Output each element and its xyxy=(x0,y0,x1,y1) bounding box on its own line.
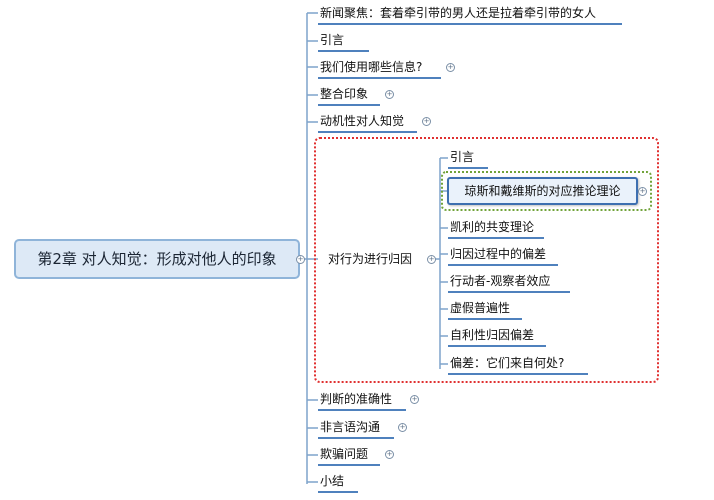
attribution-child-false-consensus[interactable]: 虚假普遍性 xyxy=(448,298,522,320)
topic-introduction[interactable]: 引言 xyxy=(318,30,369,52)
attribution-child-actor-observer[interactable]: 行动者-观察者效应 xyxy=(448,271,570,293)
topic-nonverbal-communication[interactable]: 非言语沟通 xyxy=(318,417,394,439)
correspondent-inference-expand-icon[interactable] xyxy=(638,187,647,196)
attribution-child-self-serving-bias[interactable]: 自利性归因偏差 xyxy=(448,325,546,347)
central-topic[interactable]: 第2章 对人知觉：形成对他人的印象 xyxy=(14,239,300,279)
central-topic-collapse-icon[interactable] xyxy=(296,255,305,264)
topic-information-used-expand-icon[interactable] xyxy=(446,63,455,72)
attribution-child-covariation[interactable]: 凯利的共变理论 xyxy=(448,217,544,239)
topic-integrating-impressions-expand-icon[interactable] xyxy=(385,90,394,99)
topic-integrating-impressions[interactable]: 整合印象 xyxy=(318,84,380,106)
attribution-child-correspondent-inference[interactable]: 琼斯和戴维斯的对应推论理论 xyxy=(447,177,638,205)
topic-news-focus[interactable]: 新闻聚焦：套着牵引带的男人还是拉着牵引带的女人 xyxy=(318,3,622,25)
topic-attribution-collapse-icon[interactable] xyxy=(427,255,436,264)
topic-summary[interactable]: 小结 xyxy=(318,471,358,493)
topic-nonverbal-communication-expand-icon[interactable] xyxy=(398,423,407,432)
topic-judgment-accuracy[interactable]: 判断的准确性 xyxy=(318,389,406,411)
topic-judgment-accuracy-expand-icon[interactable] xyxy=(410,395,419,404)
topic-information-used[interactable]: 我们使用哪些信息? xyxy=(318,57,441,79)
topic-deception-expand-icon[interactable] xyxy=(385,450,394,459)
topic-deception[interactable]: 欺骗问题 xyxy=(318,444,380,466)
attribution-child-bias-origin[interactable]: 偏差：它们来自何处? xyxy=(448,353,588,375)
attribution-child-attribution-bias[interactable]: 归因过程中的偏差 xyxy=(448,244,558,266)
topic-motivated-perception-expand-icon[interactable] xyxy=(422,117,431,126)
attribution-child-introduction[interactable]: 引言 xyxy=(448,147,488,169)
topic-motivated-perception[interactable]: 动机性对人知觉 xyxy=(318,111,417,133)
selection-frame xyxy=(441,171,652,211)
topic-attribution[interactable]: 对行为进行归因 xyxy=(328,252,413,266)
attribution-highlight-frame xyxy=(314,137,659,383)
